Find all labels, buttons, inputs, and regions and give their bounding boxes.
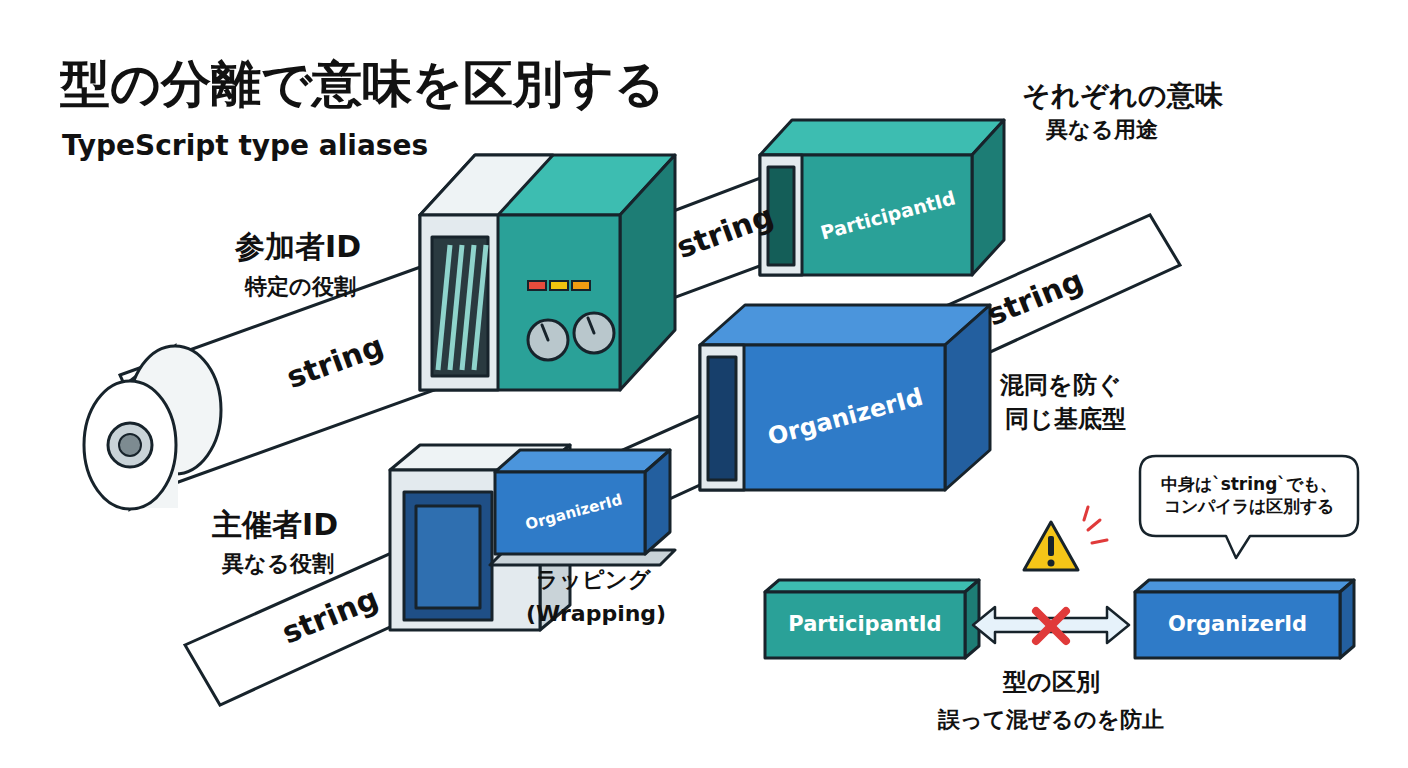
- knob-pointer: [542, 325, 548, 340]
- opening-stripe: [450, 245, 462, 370]
- type-box: ParticipantId: [760, 155, 972, 275]
- node-heading: OrganizerId: [1135, 611, 1340, 638]
- machine-opening: [432, 237, 488, 376]
- edge-label: 型の区別: [941, 667, 1161, 698]
- box-side-face: [965, 580, 979, 658]
- machine-opening-inner: [416, 506, 480, 608]
- explanation-note: 誤って混ぜるのを防止: [920, 706, 1182, 735]
- box-top-face: [700, 305, 990, 345]
- indicator-light: [528, 281, 546, 290]
- roll-core: [108, 423, 152, 467]
- node-heading: 中身は`string`でも、 コンパイラは区別する: [1150, 473, 1348, 517]
- box-top-face: [760, 120, 1004, 155]
- opening-stripe: [474, 245, 486, 370]
- warning-bar: [1048, 536, 1054, 556]
- machine-side-face: [620, 155, 675, 390]
- wrapper-machine: 参加者ID特定の役割: [420, 215, 620, 390]
- control-knob: [528, 320, 568, 360]
- cross-mark: [1036, 611, 1066, 641]
- machine-opening: [404, 492, 492, 620]
- side-note: それぞれの意味: [1022, 78, 1282, 114]
- box-opening: [708, 357, 736, 480]
- opening-stripe: [462, 245, 474, 370]
- box-side-face: [945, 305, 990, 490]
- speech-bubble: [1140, 456, 1358, 558]
- warning-triangle: [1024, 522, 1078, 570]
- box-opening: [768, 167, 794, 265]
- type-box: ParticipantId: [765, 592, 965, 658]
- alert-spark: [1088, 520, 1100, 530]
- tape-band: [185, 215, 1180, 705]
- type-box: OrganizerId: [495, 472, 645, 554]
- type-box: OrganizerId: [700, 345, 945, 490]
- box-side-face: [645, 450, 670, 554]
- node-heading: ParticipantId: [765, 611, 965, 638]
- box-top-face: [765, 580, 979, 592]
- diagram-title: 型の分離で意味を区別する: [60, 52, 860, 117]
- box-front-face: [700, 345, 945, 490]
- box-opening-frame: [700, 345, 744, 490]
- warning-dot: [1048, 560, 1055, 567]
- double-arrow: [973, 607, 1129, 643]
- alert-spark: [1084, 507, 1088, 520]
- box-opening-frame: [760, 155, 802, 275]
- node-shape: [1140, 456, 1358, 536]
- node-subtext: 特定の役割: [245, 273, 415, 302]
- side-note: 混同を防ぐ: [1000, 370, 1170, 401]
- box-side-face: [1340, 580, 1354, 658]
- box-front-face: [760, 155, 972, 275]
- roll-end: [84, 381, 176, 509]
- box-top-face: [1135, 580, 1354, 592]
- control-knob: [574, 313, 614, 353]
- opening-stripe: [438, 245, 450, 370]
- speech-bubble: 中身は`string`でも、 コンパイラは区別する: [1140, 456, 1358, 536]
- side-note: 同じ基底型: [1005, 404, 1175, 435]
- node-subtext: 異なる役割: [222, 550, 392, 579]
- side-note: 異なる用途: [1046, 116, 1246, 145]
- cross-mark: [1036, 611, 1066, 641]
- indicator-light: [550, 281, 568, 290]
- node-heading: 参加者ID: [235, 227, 415, 266]
- box-side-face: [972, 120, 1004, 275]
- box-front-face: [1135, 592, 1340, 658]
- machine-frame: [420, 215, 498, 390]
- box-front-face: [765, 592, 965, 658]
- type-box: OrganizerId: [1135, 592, 1340, 658]
- alert-spark: [1092, 540, 1107, 543]
- node-shape: [420, 215, 620, 390]
- node-heading: 主催者ID: [212, 505, 387, 544]
- machine-front-face: [420, 215, 620, 390]
- machine-frame-top: [420, 155, 553, 215]
- indicator-light: [572, 281, 590, 290]
- box-front-face: [495, 472, 645, 554]
- roll-hole: [119, 434, 141, 456]
- knob-pointer: [588, 318, 594, 333]
- box-top-face: [495, 450, 670, 472]
